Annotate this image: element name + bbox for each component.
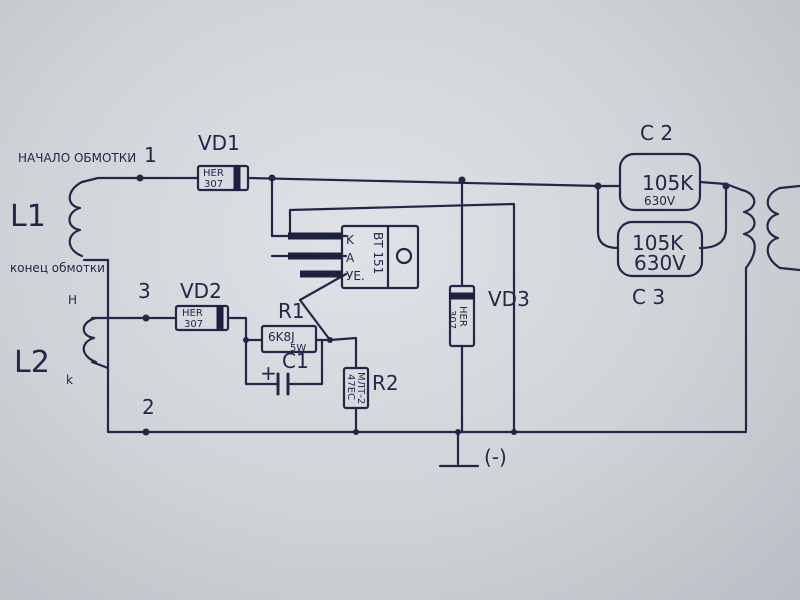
l2-label: L2 [14, 345, 50, 380]
vd1-type: HER [203, 168, 224, 179]
node-1-label: 1 [144, 143, 157, 167]
r2-value: 47ЕС [345, 374, 356, 400]
wires [80, 176, 748, 468]
diode-vd1: HER 307 [196, 164, 250, 192]
ground-label: (-) [484, 445, 507, 469]
vd2-label: VD2 [180, 279, 222, 303]
vd3-number: 307 [446, 310, 457, 329]
r2-label: R2 [372, 371, 399, 395]
r1-label: R1 [278, 299, 305, 323]
r1-power: 5W [290, 343, 306, 354]
r1-value: 6K8J [268, 330, 295, 344]
capacitor-c1: + [260, 361, 290, 396]
r2-type: MЛТ-2 [355, 372, 366, 404]
winding-end-label: конец обмотки [10, 261, 105, 275]
l2-h-label: H [68, 293, 77, 307]
winding-start-label: НАЧАЛО ОБМОТКИ [18, 151, 136, 165]
vd3-label: VD3 [488, 287, 530, 311]
junction-dot [455, 429, 461, 435]
c2-label: C 2 [640, 121, 673, 145]
c3-label: C 3 [632, 285, 665, 309]
c2-voltage: 630V [644, 194, 676, 208]
l2-k-label: k [66, 373, 73, 387]
pin-ye-label: УЕ. [346, 269, 365, 283]
node-3-dot [142, 314, 150, 322]
junction-dot [594, 182, 602, 190]
pin-k-label: K [346, 233, 355, 247]
node-3-label: 3 [138, 279, 151, 303]
junction-dot [511, 429, 517, 435]
pin-a-label: A [346, 251, 355, 265]
c3-voltage: 630V [634, 251, 686, 275]
resistor-r1: 6K8J 5W [260, 324, 318, 354]
vd1-number: 307 [204, 179, 223, 190]
thyristor-bt151: K A УЕ. BT 151 [288, 224, 420, 290]
junction-dot [268, 174, 276, 182]
junction-dot [327, 337, 333, 343]
coil-l2 [82, 316, 98, 364]
junction-dot [722, 182, 730, 190]
c1-label: C1 [282, 349, 309, 373]
c3-value: 105K [632, 231, 684, 255]
junction-dot [243, 337, 249, 343]
junction-dot [353, 429, 359, 435]
vd3-type: HER [457, 306, 468, 327]
junctions [136, 174, 730, 436]
vd2-type: HER [182, 308, 203, 319]
c1-plus: + [260, 361, 277, 385]
resistor-r2: MЛТ-2 47ЕС [342, 366, 370, 410]
junction-dot [458, 176, 466, 184]
l1-label: L1 [10, 199, 46, 234]
vd2-number: 307 [184, 319, 203, 330]
node-2-dot [142, 428, 150, 436]
diode-vd3: HER 307 [446, 284, 476, 348]
transformer-primary [740, 188, 756, 270]
diode-vd2: HER 307 [174, 304, 230, 332]
thyristor-part-label: BT 151 [371, 232, 385, 274]
capacitor-c3: 105K 630V [616, 220, 704, 278]
coil-l1 [68, 180, 84, 258]
node-2-label: 2 [142, 395, 155, 419]
transformer-secondary [766, 186, 782, 270]
capacitor-c2: 105K 630V [618, 152, 702, 212]
c2-value: 105K [642, 171, 694, 195]
vd1-label: VD1 [198, 131, 240, 155]
node-1-dot [136, 174, 144, 182]
